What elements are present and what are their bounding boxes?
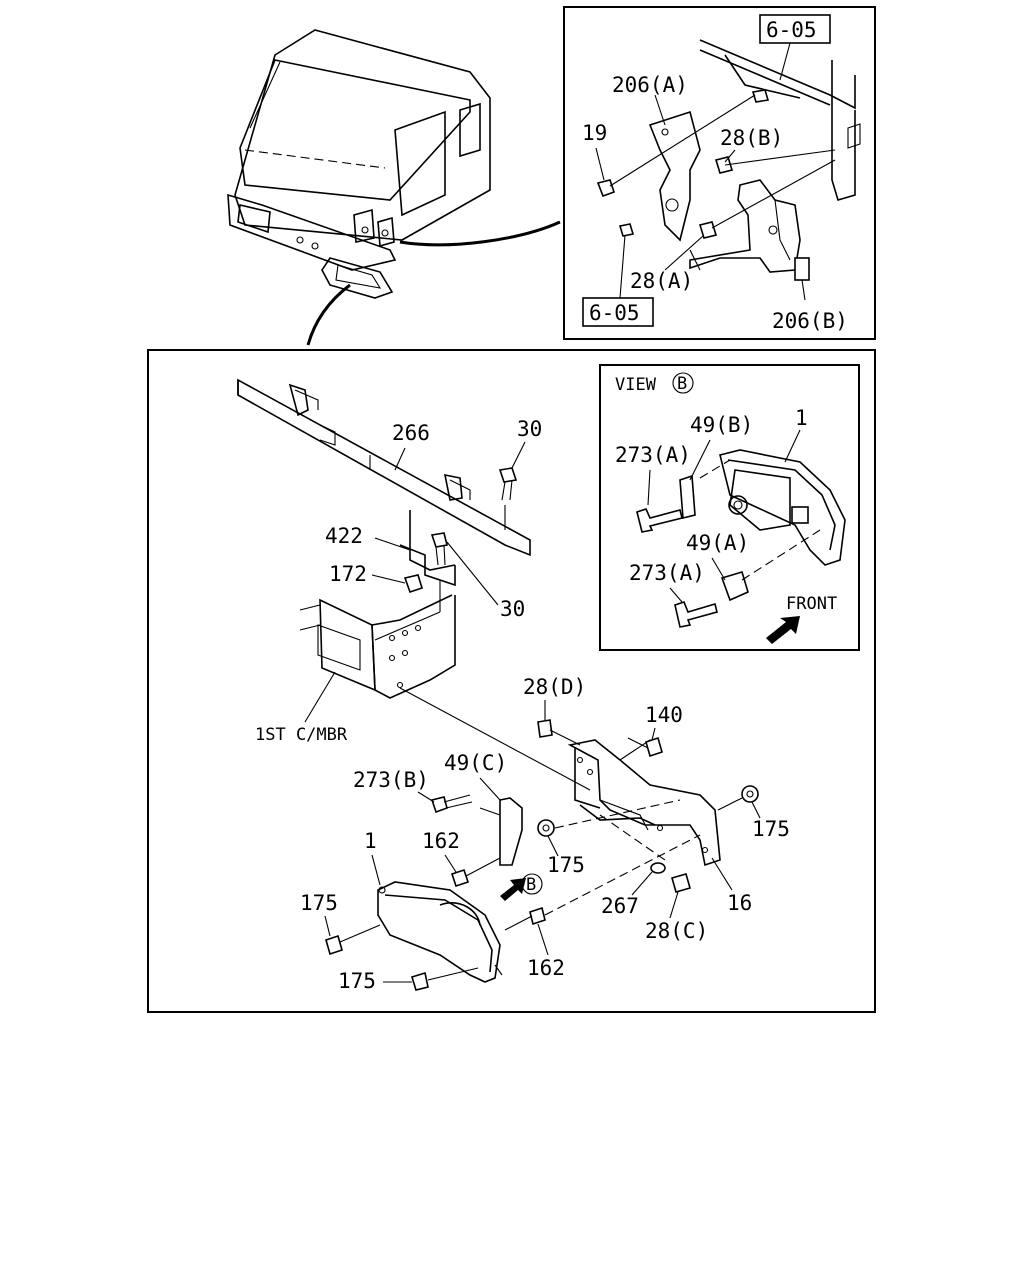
label-30-mid: 30 xyxy=(500,597,525,621)
view-b-title: VIEW xyxy=(615,375,657,395)
label-172: 172 xyxy=(329,562,367,586)
view-b-arrow-icon xyxy=(500,878,526,901)
label-175-left-top: 175 xyxy=(300,891,338,915)
front-arrow-icon xyxy=(766,616,800,644)
label-28c: 28(C) xyxy=(645,919,708,943)
label-267: 267 xyxy=(601,894,639,918)
main-detail-frame xyxy=(147,349,876,1013)
ref-box-top xyxy=(759,14,831,44)
label-front: FRONT xyxy=(786,594,837,614)
label-49b: 49(B) xyxy=(690,413,753,437)
label-28d: 28(D) xyxy=(523,675,586,699)
view-b-circle-label: B xyxy=(677,374,687,394)
label-206b: 206(B) xyxy=(772,309,848,333)
label-30-top: 30 xyxy=(517,417,542,441)
leader-to-main-detail xyxy=(306,283,351,346)
label-1st-cmbr: 1ST C/MBR xyxy=(255,725,348,745)
label-175-left-bottom: 175 xyxy=(338,969,376,993)
label-1-main: 1 xyxy=(364,829,377,853)
label-28b: 28(B) xyxy=(720,126,783,150)
view-b-frame xyxy=(599,364,860,651)
label-206a: 206(A) xyxy=(612,73,688,97)
label-28a: 28(A) xyxy=(630,269,693,293)
label-162-bottom: 162 xyxy=(527,956,565,980)
label-422: 422 xyxy=(325,524,363,548)
label-162-top: 162 xyxy=(422,829,460,853)
label-273a-2: 273(A) xyxy=(629,561,705,585)
top-detail-frame xyxy=(563,6,876,340)
label-b-marker: B xyxy=(526,875,536,895)
main-assembly-drawing xyxy=(237,378,759,991)
leader-to-top-detail xyxy=(399,220,561,247)
label-273a-1: 273(A) xyxy=(615,443,691,467)
label-49c: 49(C) xyxy=(444,751,507,775)
label-175-mid: 175 xyxy=(547,853,585,877)
label-266: 266 xyxy=(392,421,430,445)
ref-label-top: 6-05 xyxy=(766,18,817,42)
label-1-view: 1 xyxy=(795,406,808,430)
label-19: 19 xyxy=(582,121,607,145)
label-16: 16 xyxy=(727,891,752,915)
ref-box-bottom xyxy=(582,297,654,327)
label-140: 140 xyxy=(645,703,683,727)
label-175-right: 175 xyxy=(752,817,790,841)
view-b-headlamp xyxy=(636,449,846,628)
truck-cab-illustration xyxy=(227,29,491,299)
label-49a: 49(A) xyxy=(686,531,749,555)
ref-label-bottom: 6-05 xyxy=(589,301,640,325)
top-detail-drawing xyxy=(596,39,861,301)
label-273b: 273(B) xyxy=(353,768,429,792)
